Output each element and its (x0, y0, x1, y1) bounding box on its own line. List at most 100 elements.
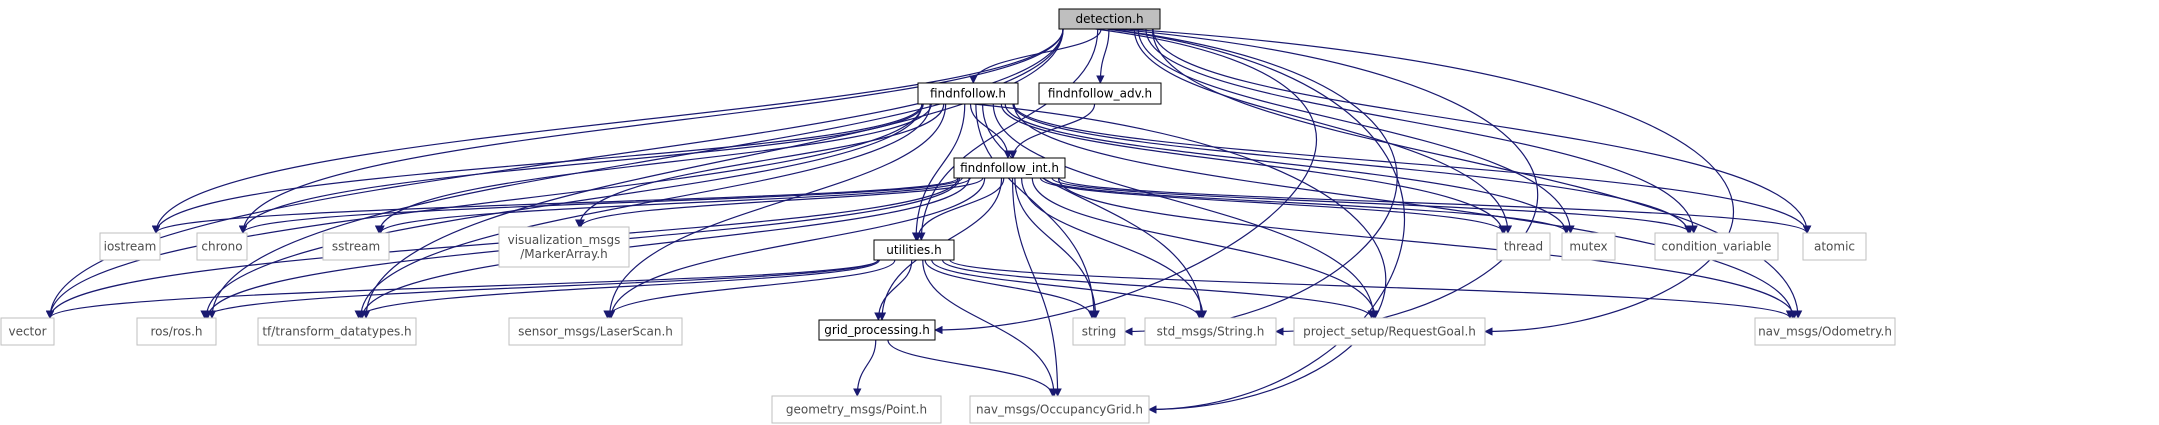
edge-detection-to-mutex (1137, 28, 1575, 234)
edges-layer (45, 28, 1812, 414)
edge-findnfollow_int-to-thread (1039, 177, 1509, 234)
edge-findnfollow_adv-to-findnfollow_int (1008, 103, 1096, 159)
edge-utilities-to-odometry (949, 259, 1794, 319)
edge-findnfollow_int-to-chrono (238, 177, 963, 234)
node-box-findnfollow_int (953, 157, 1066, 179)
node-box-detection (1058, 8, 1161, 30)
edge-findnfollow_int-to-requestgoal (1031, 177, 1380, 319)
node-label-laserscan: sensor_msgs/LaserScan.h (518, 325, 673, 339)
edge-detection-to-condition_variable (1145, 28, 1698, 234)
edge-findnfollow-to-vector (45, 103, 923, 319)
edge-utilities-to-laserscan (603, 259, 896, 319)
node-label-grid_processing: grid_processing.h (824, 323, 930, 337)
edge-utilities-to-vector (45, 259, 879, 319)
node-label-vector: vector (8, 325, 46, 339)
node-condition_variable: condition_variable (1654, 232, 1779, 261)
edge-findnfollow-to-odometry (1013, 103, 1797, 319)
edge-findnfollow-to-laserscan (605, 103, 947, 319)
node-label-visualization_msgs-line-1: /MarkerArray.h (520, 247, 608, 261)
edge-detection-to-findnfollow_adv (1096, 28, 1110, 84)
edge-findnfollow_int-to-mutex (1043, 177, 1571, 234)
node-iostream: iostream (99, 232, 161, 261)
edge-findnfollow-to-mutex (1004, 103, 1571, 234)
node-label-findnfollow_adv: findnfollow_adv.h (1048, 87, 1152, 101)
node-mutex: mutex (1561, 232, 1616, 261)
edge-detection-to-ros (207, 28, 1064, 319)
edge-detection-to-occupancy (1106, 28, 1405, 414)
edge-findnfollow_int-to-atomic (1058, 177, 1812, 234)
nodes-layer: detection.h findnfollow.h findnfollow_adv.… (0, 8, 1896, 424)
node-findnfollow_int[interactable]: findnfollow_int.h (953, 157, 1066, 179)
edge-findnfollow-to-atomic (1013, 103, 1812, 234)
edge-detection-to-std_msgs (1115, 28, 1539, 336)
edge-findnfollow_int-to-visualization_msgs (576, 177, 984, 228)
node-box-visualization_msgs (498, 226, 630, 268)
node-grid_processing[interactable]: grid_processing.h (818, 319, 936, 341)
edge-utilities-to-tf (354, 259, 880, 319)
edge-findnfollow-to-utilities (911, 103, 966, 241)
node-box-findnfollow (917, 82, 1019, 105)
node-utilities[interactable]: utilities.h (873, 239, 955, 261)
edge-findnfollow_int-to-sstream (376, 177, 971, 234)
node-label-point: geometry_msgs/Point.h (786, 403, 927, 417)
node-occupancy: nav_msgs/OccupancyGrid.h (969, 395, 1150, 424)
edge-findnfollow_int-to-occupancy (1011, 177, 1062, 397)
node-tf: tf/transform_datatypes.h (257, 317, 417, 346)
node-label-atomic: atomic (1814, 240, 1855, 254)
edge-utilities-to-ros (200, 259, 879, 319)
edge-detection-to-vector (45, 28, 1064, 319)
edge-detection-to-iostream (151, 28, 1064, 234)
node-box-vector (0, 317, 55, 346)
node-requestgoal: project_setup/RequestGoal.h (1293, 317, 1486, 346)
node-box-point (771, 395, 942, 424)
node-label-occupancy: nav_msgs/OccupancyGrid.h (976, 403, 1143, 417)
node-label-findnfollow: findnfollow.h (930, 87, 1006, 101)
edge-findnfollow_int-to-odometry (1057, 177, 1799, 319)
node-findnfollow[interactable]: findnfollow.h (917, 82, 1019, 105)
node-label-tf: tf/transform_datatypes.h (262, 325, 411, 339)
node-label-ros: ros/ros.h (151, 325, 203, 339)
node-visualization_msgs: visualization_msgs/MarkerArray.h (498, 226, 630, 268)
node-label-thread: thread (1504, 240, 1543, 254)
edge-detection-to-string (1108, 28, 1398, 336)
node-std_msgs: std_msgs/String.h (1144, 317, 1277, 346)
node-label-string: string (1082, 325, 1116, 339)
edge-findnfollow-to-thread (1000, 103, 1507, 234)
node-box-iostream (99, 232, 161, 261)
node-label-iostream: iostream (104, 240, 157, 254)
edge-grid_processing-to-occupancy (887, 339, 1057, 397)
edge-utilities-to-requestgoal (941, 259, 1376, 319)
node-box-odometry (1754, 317, 1896, 346)
node-box-condition_variable (1654, 232, 1779, 261)
node-box-atomic (1802, 232, 1867, 261)
node-box-requestgoal (1293, 317, 1486, 346)
edge-findnfollow-to-sstream (374, 103, 932, 234)
node-ros: ros/ros.h (136, 317, 217, 346)
edge-findnfollow-to-tf (356, 103, 931, 319)
node-detection[interactable]: detection.h (1058, 8, 1161, 30)
edge-findnfollow_int-to-condition_variable (1051, 177, 1694, 234)
node-label-std_msgs: std_msgs/String.h (1157, 325, 1265, 339)
node-label-odometry: nav_msgs/Odometry.h (1758, 325, 1892, 339)
edge-utilities-to-occupancy (922, 259, 1059, 397)
node-box-std_msgs (1144, 317, 1277, 346)
edge-findnfollow-to-occupancy (973, 103, 1387, 414)
edge-findnfollow-to-condition_variable (1012, 103, 1693, 234)
node-findnfollow_adv[interactable]: findnfollow_adv.h (1038, 82, 1162, 105)
edge-findnfollow-to-iostream (151, 103, 923, 234)
edge-findnfollow-to-chrono (238, 103, 924, 234)
node-label-chrono: chrono (201, 240, 242, 254)
node-vector: vector (0, 317, 55, 346)
node-thread: thread (1496, 232, 1551, 261)
edge-findnfollow-to-requestgoal (992, 103, 1378, 319)
node-box-grid_processing (818, 319, 936, 341)
edge-detection-to-requestgoal (1126, 28, 1734, 336)
node-box-utilities (873, 239, 955, 261)
node-point: geometry_msgs/Point.h (771, 395, 942, 424)
node-box-laserscan (508, 317, 683, 346)
node-box-thread (1496, 232, 1551, 261)
node-box-string (1072, 317, 1126, 346)
node-chrono: chrono (196, 232, 248, 261)
node-label-requestgoal: project_setup/RequestGoal.h (1303, 325, 1476, 339)
